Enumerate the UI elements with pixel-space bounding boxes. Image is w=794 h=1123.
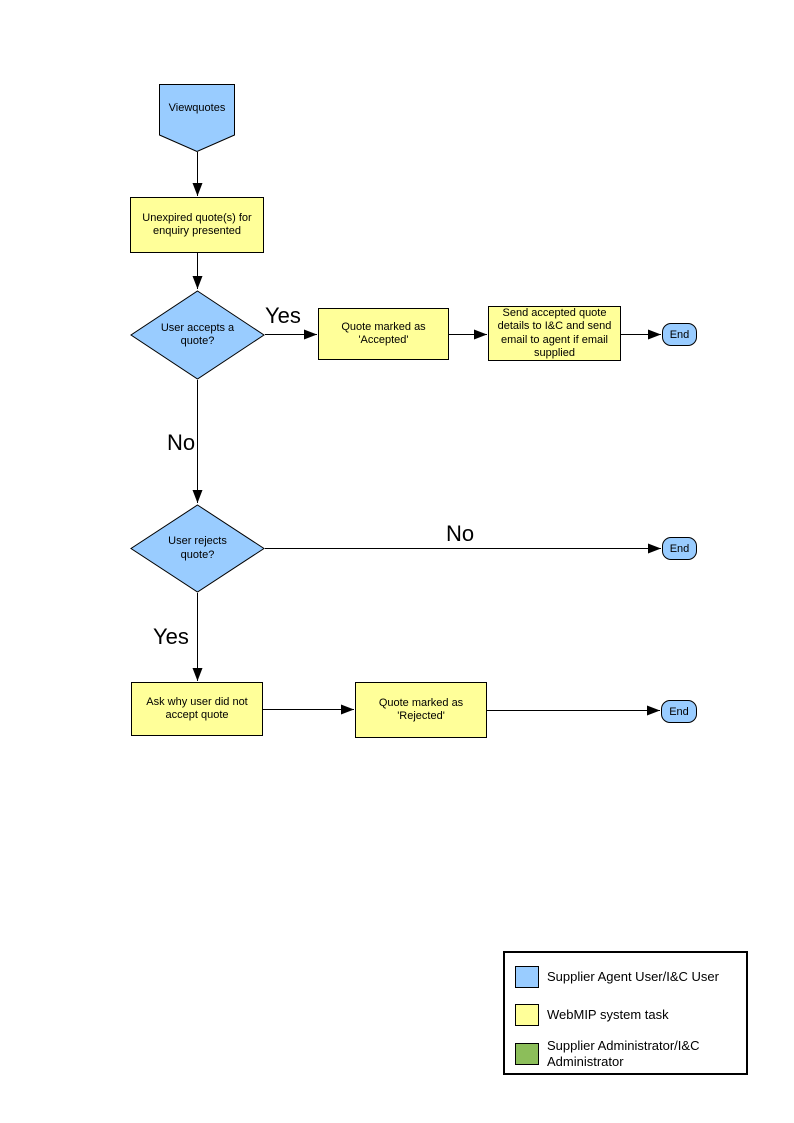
process-ask-why-label: Ask why user did not accept quote [146, 695, 248, 721]
decision-user-accepts-label: User accepts a quote? [160, 321, 235, 347]
process-mark-accepted: Quote marked as 'Accepted' [318, 308, 449, 360]
edge-label-reject-no: No [446, 521, 475, 546]
edge-label-accept-no: No [167, 430, 196, 455]
process-present-quotes-label: Unexpired quote(s) for enquiry presented [142, 211, 252, 237]
diamond-shape [130, 504, 265, 593]
end-node-1-label: End [669, 328, 690, 341]
decision-user-rejects-label: User rejects quote? [168, 535, 227, 561]
end-node-1: End [662, 323, 697, 346]
decision-user-rejects: User rejects quote? [130, 504, 265, 593]
process-present-quotes: Unexpired quote(s) for enquiry presented [130, 197, 264, 253]
start-node-viewquotes: Viewquotes [159, 84, 235, 152]
diamond-shape [130, 290, 265, 380]
legend-swatch-yellow [515, 1004, 539, 1026]
process-mark-rejected: Quote marked as 'Rejected' [355, 682, 487, 738]
process-send-details: Send accepted quote details to I&C and s… [488, 306, 621, 361]
legend-swatch-blue [515, 966, 539, 988]
process-send-details-label: Send accepted quote details to I&C and s… [497, 307, 612, 359]
legend: Supplier Agent User/I&C User WebMIP syst… [503, 951, 748, 1075]
legend-swatch-green [515, 1043, 539, 1066]
legend-item-supplier-administrator: Supplier Administrator/I&C Administrator [515, 1038, 729, 1071]
process-mark-rejected-label: Quote marked as 'Rejected' [378, 696, 464, 722]
start-node-label: Viewquotes [168, 102, 226, 115]
legend-label: Supplier Administrator/I&C Administrator [547, 1038, 700, 1070]
end-node-2: End [662, 537, 697, 560]
edge-label-reject-yes: Yes [153, 624, 189, 649]
pentagon-shape [159, 84, 235, 152]
process-mark-accepted-label: Quote marked as 'Accepted' [341, 320, 426, 346]
legend-label: Supplier Agent User/I&C User [547, 968, 719, 984]
edge-label-accept-yes: Yes [265, 303, 301, 328]
legend-label: WebMIP system task [547, 1006, 669, 1022]
end-node-3-label: End [669, 705, 689, 718]
end-node-3: End [661, 700, 697, 723]
end-node-2-label: End [669, 542, 690, 555]
legend-item-supplier-agent-user: Supplier Agent User/I&C User [515, 966, 743, 988]
decision-user-accepts: User accepts a quote? [130, 290, 265, 380]
process-ask-why: Ask why user did not accept quote [131, 682, 263, 736]
legend-item-webmip-system-task: WebMIP system task [515, 1004, 743, 1026]
